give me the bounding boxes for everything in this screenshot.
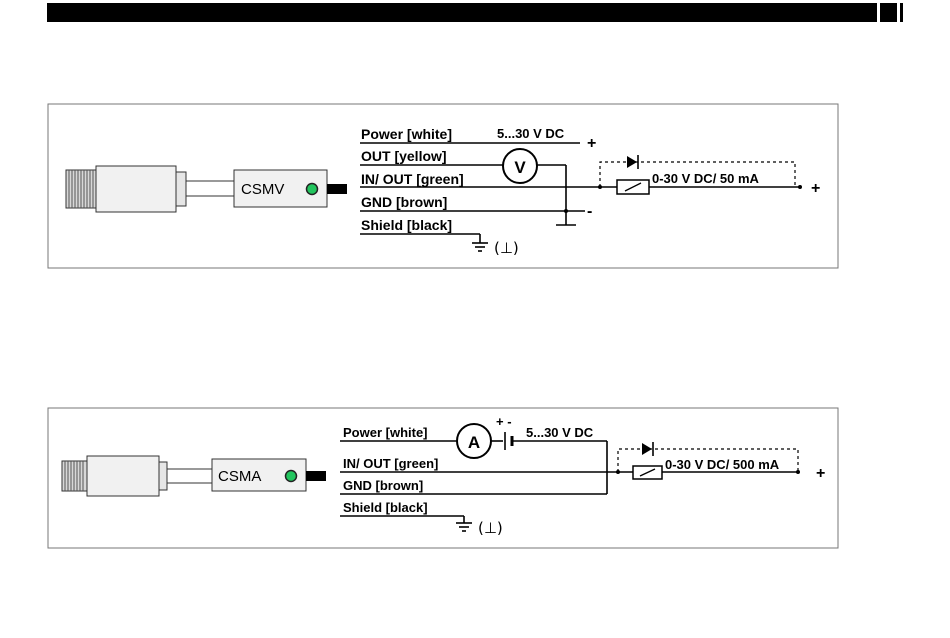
battery-icon [505,432,512,450]
cable [186,181,234,196]
connector-plug [66,166,186,212]
diagram-csmv: CSMV [48,104,838,268]
earth-label: (⊥) [478,519,503,537]
supply-label: 5...30 V DC [526,425,594,440]
sensor-tail [327,184,347,194]
status-led-icon [286,471,297,482]
relay-coil-icon [633,466,662,479]
wire-label-power: Power [white] [361,126,452,142]
ammeter-label: A [468,433,480,452]
voltmeter-label: V [514,158,526,177]
junction-dot [564,209,568,213]
wire-label-inout: IN/ OUT [green] [361,171,464,187]
wire-label-power: Power [white] [343,425,428,440]
earth-label: (⊥) [494,239,519,257]
junction-dot [798,185,802,189]
supply-minus-sign: - [587,203,592,220]
device-label: CSMV [241,181,284,198]
supply-plus-sign: + [587,135,596,152]
load-label: 0-30 V DC/ 50 mA [652,171,760,186]
status-led-icon [307,184,318,195]
wire-label-gnd: GND [brown] [343,478,423,493]
wire-label-inout: IN/ OUT [green] [343,456,438,471]
diode-icon [627,156,637,168]
load-label: 0-30 V DC/ 500 mA [665,457,780,472]
output-plus-sign: + [816,465,825,482]
wire-label-gnd: GND [brown] [361,194,447,210]
battery-polarity-label: + - [496,414,512,429]
wire-label-shield: Shield [black] [361,217,452,233]
relay-coil-icon [617,180,649,194]
wire-label-out: OUT [yellow] [361,148,447,164]
supply-label: 5...30 V DC [497,126,565,141]
diode-icon [642,443,652,455]
wire-label-shield: Shield [black] [343,500,428,515]
connector-plug [62,456,167,496]
cable [167,469,212,483]
sensor-tail [306,471,326,481]
device-label: CSMA [218,468,261,485]
diagram-csma: CSMA [48,408,838,548]
output-plus-sign: + [811,180,820,197]
